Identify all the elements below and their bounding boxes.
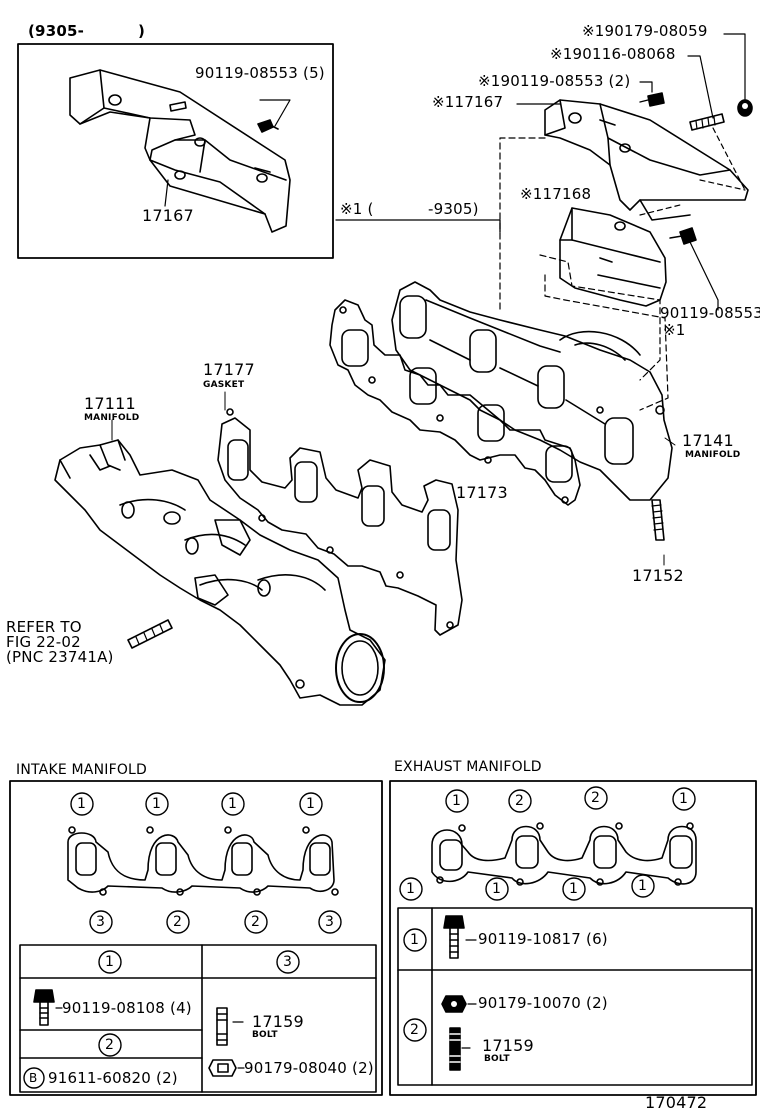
exhaust-nut-icon — [441, 995, 467, 1013]
exhaust-gasket-number: 17173 — [456, 483, 508, 502]
intake-top-mark-4: 1 — [306, 796, 316, 812]
inset-date-range: (9305- — [28, 22, 85, 40]
stud-icon — [689, 113, 725, 131]
intake-stud-icon — [216, 1007, 228, 1046]
exhaust-stud-table-icon — [449, 1027, 461, 1071]
intake-manifold-number: 17111 — [84, 394, 136, 413]
bolt-b-marker: B — [29, 1071, 38, 1085]
exhaust-manifold-drawing — [391, 281, 673, 501]
stud-label: ※190116-08068 — [550, 45, 676, 63]
intake-manifold-drawing — [54, 439, 386, 706]
intake-bottom-mark-3: 2 — [251, 914, 261, 930]
upper-heat-insulator — [544, 99, 749, 221]
exhaust-table-title: EXHAUST MANIFOLD — [394, 759, 542, 775]
refer-line-2: FIG 22-02 — [6, 633, 81, 651]
lower-heat-insulator — [559, 207, 667, 307]
range-note-label: ※1 ( — [340, 200, 374, 218]
cap-nut-icon — [737, 99, 753, 117]
exhaust-top-mark-2: 2 — [515, 793, 525, 809]
intake-header-circles — [98, 950, 300, 1057]
exhaust-bolt-label: 90119-10817 (6) — [478, 930, 608, 948]
gasket-number: 17177 — [203, 360, 255, 379]
inset-date-close: ) — [138, 22, 146, 40]
exhaust-stud-name-table: BOLT — [484, 1054, 510, 1064]
exhaust-manifold-number: 17141 — [682, 431, 734, 450]
intake-manifold-name: MANIFOLD — [84, 413, 140, 423]
intake-stud-number: 17159 — [252, 1012, 304, 1031]
intake-bottom-mark-2: 2 — [173, 914, 183, 930]
exhaust-stud-number-table: 17159 — [482, 1036, 534, 1055]
exhaust-table-grid — [397, 907, 753, 1086]
refer-line-3: (PNC 23741A) — [6, 648, 114, 666]
exhaust-top-mark-4: 1 — [679, 791, 689, 807]
figure-number: 170472 — [645, 1093, 708, 1112]
side-bolt-icon — [669, 227, 697, 245]
exhaust-top-mark-3: 2 — [591, 790, 601, 806]
side-note-label: ※1 — [663, 321, 686, 339]
exhaust-top-mark-1: 1 — [452, 793, 462, 809]
side-bolt-label: 90119-08553 — [660, 304, 760, 322]
exhaust-bottom-circles — [399, 874, 655, 901]
intake-bottom-mark-1: 3 — [96, 914, 106, 930]
intake-bolt-b-label: 91611-60820 (2) — [48, 1069, 178, 1087]
exhaust-row-circles — [403, 928, 427, 1042]
exhaust-gasket-drawing — [329, 299, 581, 506]
refer-line-1: REFER TO — [6, 618, 82, 636]
exhaust-bottom-mark-4: 1 — [638, 878, 648, 894]
intake-gasket-drawing — [217, 408, 463, 636]
gasket-name: GASKET — [203, 380, 245, 390]
inset-frame — [17, 43, 334, 259]
intake-stud-name: BOLT — [252, 1030, 278, 1040]
exhaust-bottom-mark-3: 1 — [569, 881, 579, 897]
intake-col3-header: 3 — [283, 954, 293, 970]
intake-table-title: INTAKE MANIFOLD — [16, 762, 148, 778]
intake-top-mark-2: 1 — [152, 796, 162, 812]
intake-top-mark-3: 1 — [228, 796, 238, 812]
exhaust-gasket-outline — [431, 822, 697, 886]
exhaust-stud-number: 17152 — [632, 566, 684, 585]
lower-cover-label: ※117168 — [520, 185, 592, 203]
intake-bolt-icon — [33, 989, 55, 1026]
intake-col2-header: 2 — [105, 1037, 115, 1053]
exhaust-manifold-name: MANIFOLD — [685, 450, 741, 460]
small-bolt-label: ※190119-08553 (2) — [478, 72, 631, 90]
exhaust-table-frame — [389, 780, 757, 1096]
exhaust-row2-marker: 2 — [410, 1022, 420, 1038]
heat-insulator-drawing-inset — [69, 69, 291, 233]
intake-nut-label: 90179-08040 (2) — [244, 1059, 374, 1077]
cap-nut-label: ※190179-08059 — [582, 22, 708, 40]
intake-bottom-circles — [89, 910, 342, 934]
exhaust-bottom-mark-2: 1 — [492, 881, 502, 897]
inset-bolt-icon — [257, 119, 279, 133]
intake-top-circles — [70, 792, 323, 816]
small-bolt-icon — [639, 92, 665, 107]
range-end-label: -9305) — [428, 200, 479, 218]
exhaust-bolt-icon — [443, 915, 465, 959]
inset-bolt-label: 90119-08553 (5) — [195, 64, 325, 82]
intake-table-frame — [9, 780, 383, 1096]
bolt-b-marker-circle — [23, 1067, 45, 1089]
intake-gasket-outline — [67, 826, 339, 896]
upper-cover-label: ※117167 — [432, 93, 504, 111]
intake-table-grid — [19, 944, 377, 1093]
exhaust-row1-marker: 1 — [410, 932, 420, 948]
exhaust-nut-label: 90179-10070 (2) — [478, 994, 608, 1012]
intake-bolt-label: 90119-08108 (4) — [62, 999, 192, 1017]
inset-cover-label: 17167 — [142, 206, 194, 225]
intake-nut-icon — [208, 1059, 237, 1077]
intake-top-mark-1: 1 — [77, 796, 87, 812]
exhaust-bottom-mark-1: 1 — [406, 881, 416, 897]
exhaust-top-circles — [445, 786, 696, 813]
intake-col1-header: 1 — [105, 954, 115, 970]
intake-bottom-mark-4: 3 — [325, 914, 335, 930]
refer-stud-icon — [127, 619, 173, 649]
exhaust-stud-icon — [651, 499, 665, 541]
